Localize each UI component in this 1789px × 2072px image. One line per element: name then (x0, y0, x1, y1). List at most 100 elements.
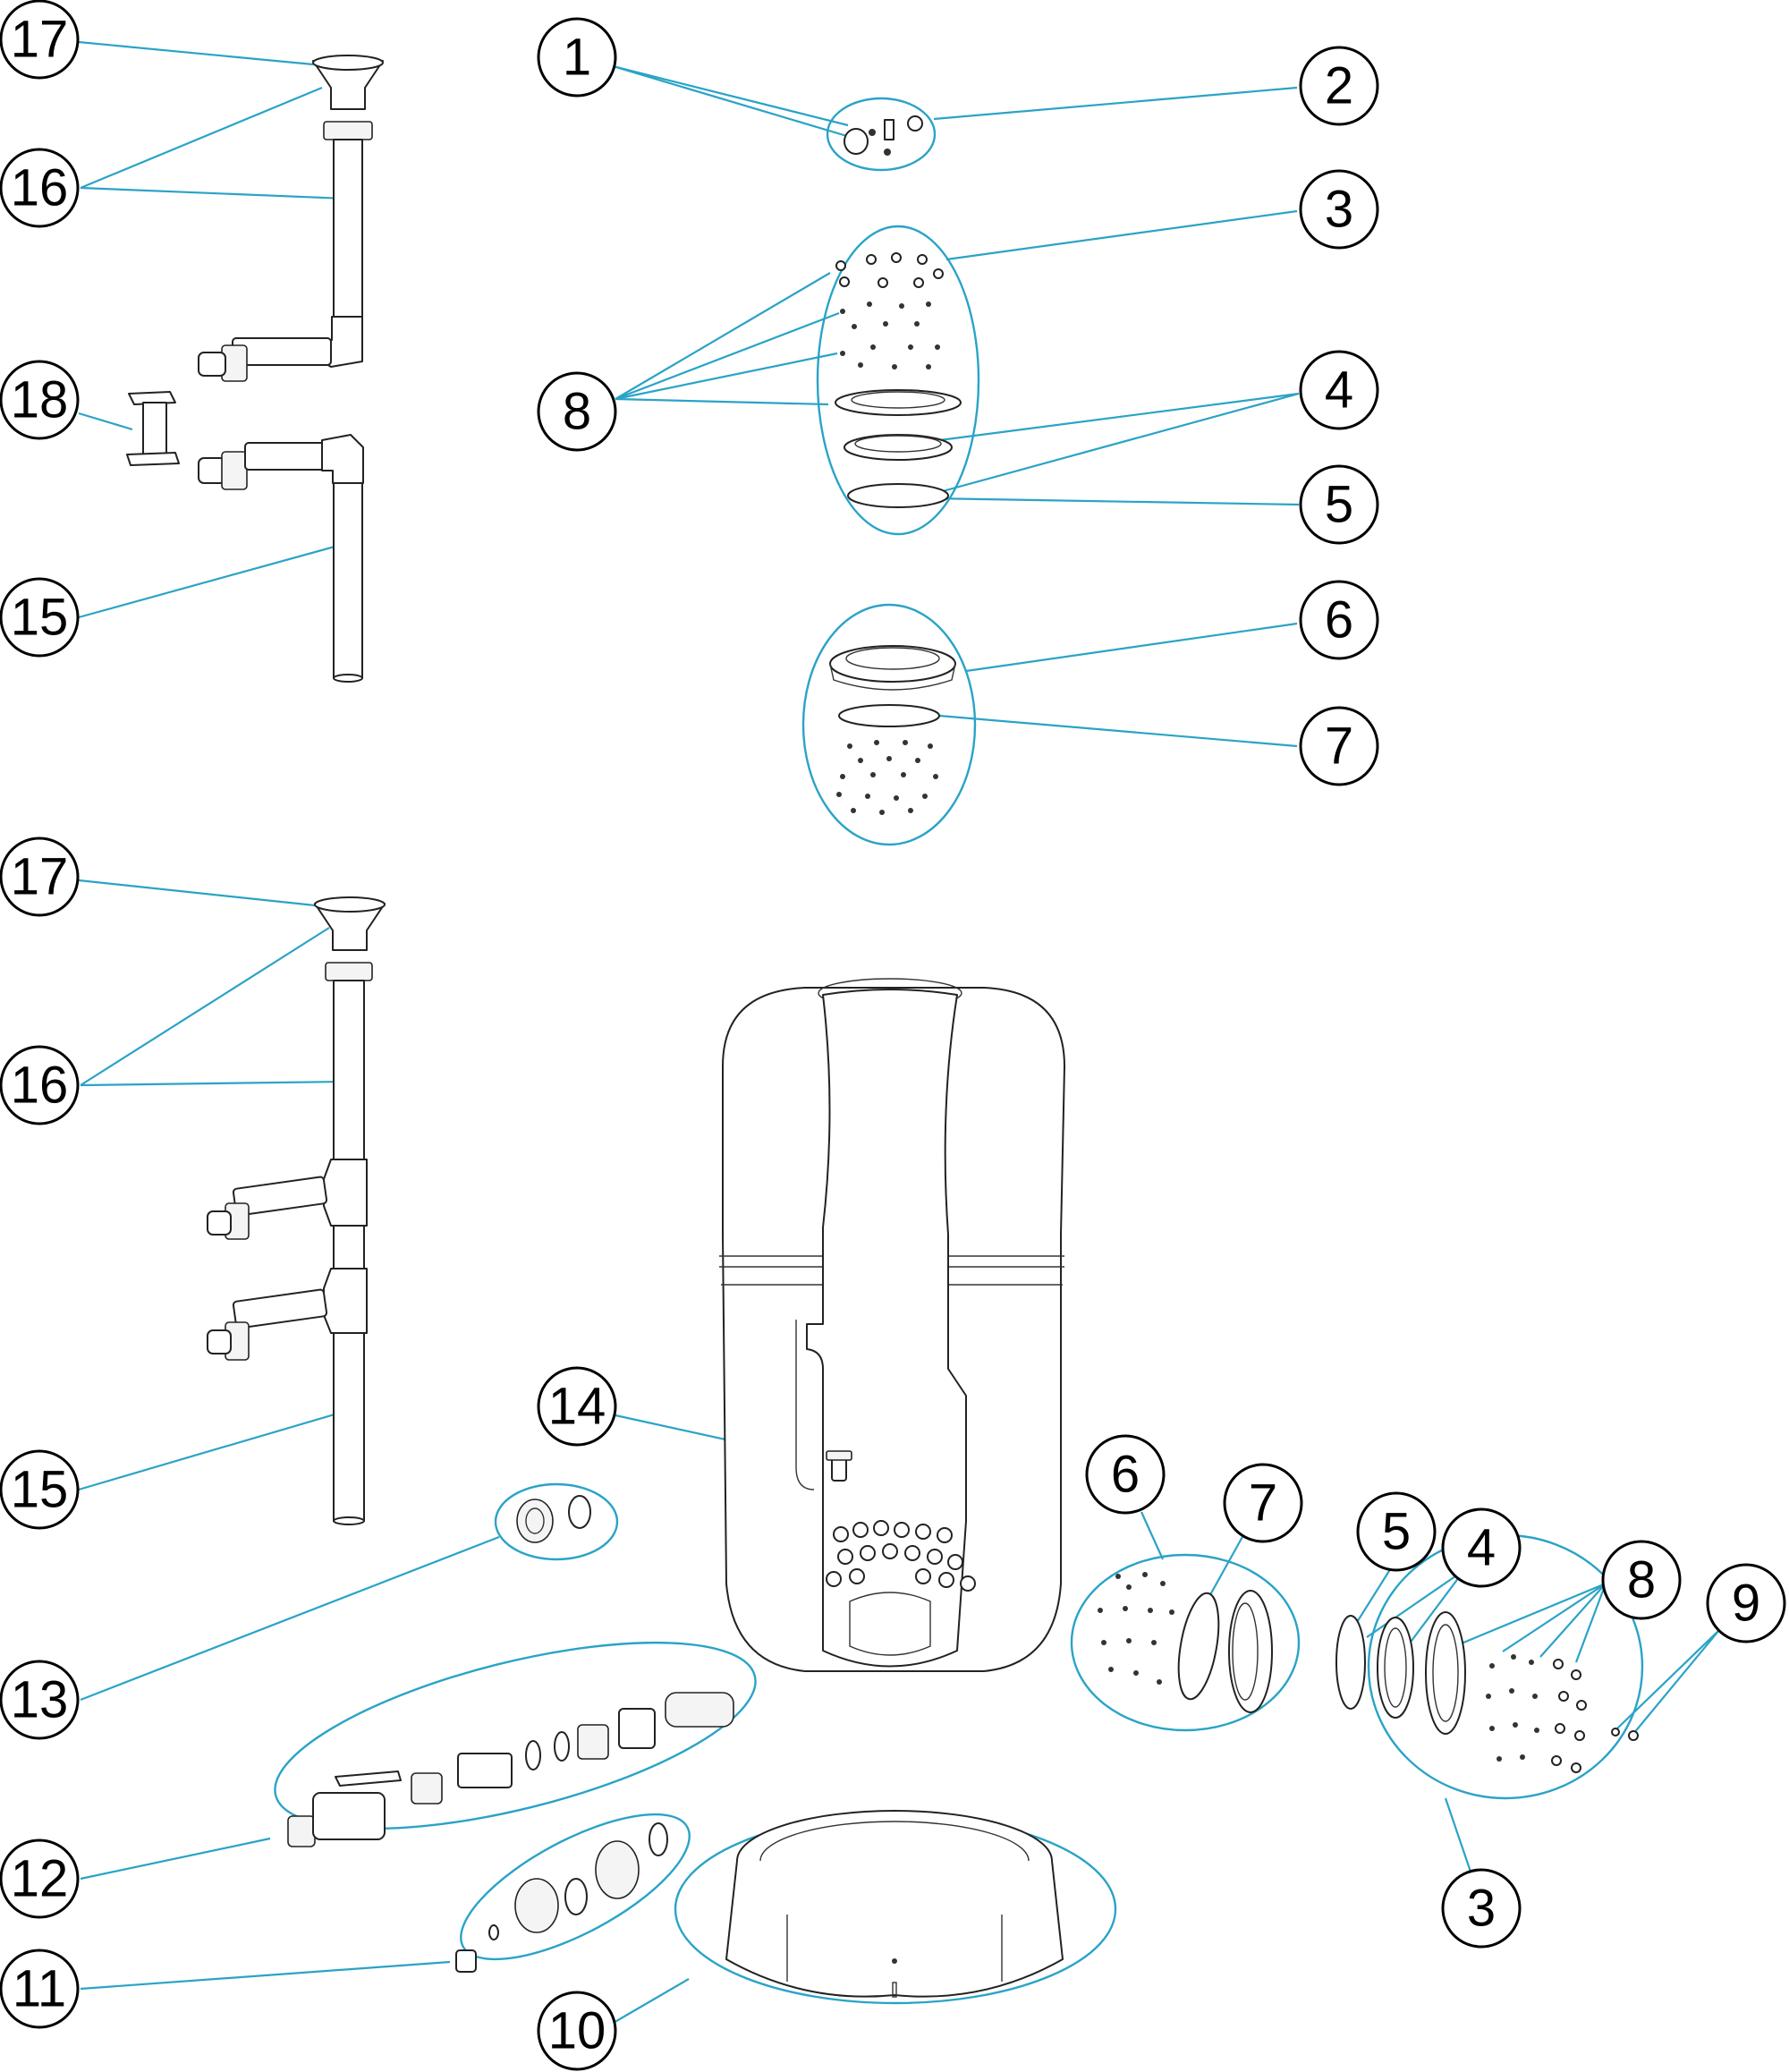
bolt-dot (836, 792, 842, 797)
callout-3b: 3 (1441, 1868, 1522, 1949)
bolt-dot (926, 364, 931, 369)
group-ellipse-3-top (816, 225, 980, 536)
callout-18: 18 (0, 360, 80, 440)
lid-top-inner (854, 435, 942, 453)
nozzle (860, 1545, 876, 1561)
valve-body-12 (312, 1792, 386, 1840)
locking-ring-top-body (829, 663, 956, 691)
leader-8a-2 (615, 311, 840, 401)
group-ellipse-12 (274, 1641, 757, 1830)
svg-text:17: 17 (11, 848, 69, 906)
svg-text:12: 12 (11, 1850, 69, 1908)
callout-16b: 16 (0, 1045, 80, 1125)
bolt-dot (903, 740, 908, 745)
nozzle (837, 1549, 853, 1565)
nozzle (882, 1543, 898, 1559)
parts-6-7-side-group (1098, 1572, 1273, 1713)
leader-4b-2 (1405, 1569, 1465, 1649)
callout-5b: 5 (1356, 1491, 1437, 1572)
base-screw (892, 1958, 897, 1964)
lateral-tip-lower-2 (207, 1329, 232, 1354)
nozzle (915, 1568, 931, 1584)
union-nut-13-inner (525, 1507, 545, 1534)
base-screw-shaft (892, 1982, 897, 1998)
bolt-dot (926, 301, 931, 307)
pipe-end-15a (333, 674, 363, 683)
bolt-dot (1133, 1670, 1139, 1676)
nozzle (937, 1527, 953, 1543)
tee-upper (323, 1159, 368, 1227)
leader-8b-3 (1539, 1583, 1607, 1658)
bolt-dot (913, 277, 924, 288)
callout-9: 9 (1706, 1563, 1786, 1643)
flange-ring-top (835, 389, 962, 416)
bolt-dot (1115, 1574, 1121, 1579)
nozzle (873, 1520, 889, 1536)
bolt-dot (870, 772, 876, 777)
bolt-dot (839, 276, 850, 287)
svg-text:4: 4 (1467, 1519, 1496, 1577)
svg-text:4: 4 (1325, 361, 1353, 420)
svg-text:6: 6 (1111, 1446, 1140, 1504)
flange-ring-top-inner (851, 391, 945, 409)
callout-5a: 5 (1299, 464, 1379, 545)
bolt-dot (1558, 1691, 1569, 1702)
svg-text:1: 1 (563, 29, 591, 87)
central-pipe-upper (333, 139, 363, 318)
adapter-12a (411, 1772, 443, 1805)
group-ellipse-6-7-top (801, 603, 977, 846)
svg-text:15: 15 (11, 1461, 69, 1519)
leader-5a (929, 497, 1300, 506)
oring-11a (564, 1878, 588, 1915)
pipe-12 (457, 1753, 513, 1788)
bolt-dot (908, 808, 913, 813)
pipe-assembly-upper-lower (198, 434, 364, 683)
callout-10: 10 (537, 1991, 617, 2071)
bolt-dot (840, 774, 845, 779)
lateral-pipe-15a (244, 442, 331, 471)
parts-6-7-top-group (829, 645, 956, 815)
union-nut-13 (516, 1499, 554, 1543)
washer-12b (554, 1731, 570, 1762)
pipe-assembly-upper (198, 55, 384, 382)
bolt-dot (867, 301, 872, 307)
bolt-dot (1108, 1667, 1114, 1672)
bracket-part-18 (126, 391, 180, 466)
filter-tank (719, 978, 1065, 1672)
leader-1b (612, 64, 849, 127)
bolt-dot (1169, 1609, 1174, 1615)
leader-9a (1616, 1629, 1720, 1729)
valve-tail-12 (287, 1815, 316, 1847)
lateral-pipe-lower-1 (232, 1176, 328, 1217)
diffuser-rim-upper (312, 55, 384, 71)
washer-11 (488, 1924, 499, 1940)
leader-16b-1 (80, 927, 330, 1086)
svg-text:6: 6 (1325, 591, 1353, 650)
bolt-dot (1101, 1640, 1106, 1645)
lateral-connector-15a (221, 451, 248, 490)
callout-1: 1 (537, 17, 617, 98)
part-2-washer (884, 149, 891, 156)
nozzle (915, 1524, 931, 1540)
nozzle (938, 1572, 954, 1588)
lid-top (844, 434, 953, 461)
svg-text:5: 5 (1325, 476, 1353, 534)
callout-17b: 17 (0, 836, 80, 917)
bolt-dot (874, 740, 879, 745)
bolt-dot (933, 774, 938, 779)
lateral-tip-lower-1 (207, 1210, 232, 1236)
locking-ring-side-inner (1232, 1602, 1259, 1701)
bolt-dots-6-7-top (836, 740, 938, 815)
svg-text:16: 16 (11, 159, 69, 217)
bolt-dot (1513, 1722, 1518, 1728)
leader-8a-3 (615, 352, 838, 401)
lid-side (1377, 1617, 1414, 1719)
bolt-dot (858, 758, 863, 763)
bolt-dot (933, 268, 944, 279)
vertical-pipe-15a (333, 482, 363, 679)
svg-text:11: 11 (13, 1960, 66, 2018)
leader-16a-1 (80, 86, 323, 190)
svg-text:13: 13 (11, 1671, 69, 1729)
